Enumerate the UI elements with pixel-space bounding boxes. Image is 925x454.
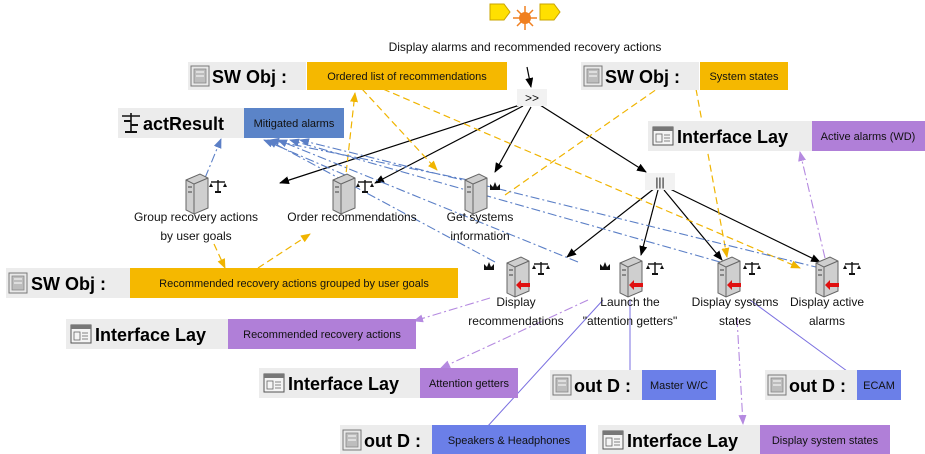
object-prefix: out D : [574, 376, 631, 396]
interface-icon [652, 126, 674, 146]
object-prefix: Interface Lay [288, 374, 399, 394]
object-prefix: actResult [143, 114, 224, 134]
task-icon [332, 173, 356, 215]
object-prefix: SW Obj : [212, 67, 287, 87]
object-system-states: SW Obj : System states [581, 62, 788, 90]
scales-icon [742, 261, 762, 276]
task-order: Order recommendations [287, 173, 417, 224]
object-grouped: SW Obj : Recommended recovery actions gr… [6, 268, 458, 298]
task-label: Display active [790, 295, 864, 309]
object-name: Display system states [772, 435, 879, 447]
task-label: Group recovery actions [134, 210, 258, 224]
task-group: Group recovery actions by user goals [134, 173, 258, 243]
object-speakers: out D : Speakers & Headphones [340, 425, 586, 454]
object-active-alarms: Interface Lay Active alarms (WD) [648, 121, 925, 151]
object-name: Speakers & Headphones [448, 435, 571, 447]
task-get-states: Get systems information [447, 173, 514, 243]
object-icon [552, 374, 572, 396]
connectors [204, 66, 848, 428]
task-icon [185, 173, 209, 215]
interface-icon [70, 324, 92, 344]
task-label: states [719, 314, 751, 328]
root-task: Display alarms and recommended recovery … [389, 3, 662, 54]
task-label: by user goals [160, 229, 231, 243]
task-icon [619, 256, 643, 298]
object-name: Recommended recovery actions grouped by … [159, 278, 429, 290]
object-prefix: Interface Lay [627, 431, 738, 451]
object-name: Master W/C [650, 380, 708, 392]
object-name: Active alarms (WD) [821, 131, 916, 143]
object-name: System states [709, 71, 779, 83]
object-prefix: Interface Lay [95, 325, 206, 345]
crown-icon [600, 262, 610, 270]
operator-enable-label: >> [525, 91, 539, 105]
object-name: Mitigated alarms [254, 118, 335, 130]
crown-icon [484, 262, 494, 270]
operator-concurrent-label: ||| [655, 175, 664, 189]
interface-icon [263, 373, 285, 393]
task-label: information [450, 229, 509, 243]
task-display-states: Display systems states [692, 256, 779, 328]
task-icon [815, 256, 839, 298]
object-prefix: out D : [364, 431, 421, 451]
object-act-result: actResult Mitigated alarms [118, 108, 344, 138]
scales-icon [842, 261, 862, 276]
task-label: Order recommendations [287, 210, 416, 224]
object-prefix: Interface Lay [677, 127, 788, 147]
task-icon [717, 256, 741, 298]
task-label: Get systems [447, 210, 514, 224]
object-icon [190, 65, 210, 87]
object-prefix: SW Obj : [31, 274, 106, 294]
task-label: Display systems [692, 295, 779, 309]
object-icon [8, 272, 28, 294]
object-master-wc: out D : Master W/C [550, 370, 716, 400]
task-icon [464, 173, 488, 215]
object-name: Attention getters [429, 378, 510, 390]
object-rec-actions: Interface Lay Recommended recovery actio… [66, 319, 416, 349]
task-display-alarms: Display active alarms [790, 256, 864, 328]
task-label: Display [496, 295, 535, 309]
interface-icon [602, 430, 624, 450]
object-name: Ordered list of recommendations [327, 71, 487, 83]
task-label: alarms [809, 314, 845, 328]
scales-icon [355, 179, 375, 194]
root-task-icon [489, 3, 561, 30]
task-label: "attention getters" [583, 314, 678, 328]
object-icon [342, 429, 362, 451]
task-launch: Launch the "attention getters" [583, 256, 678, 328]
operator-enable: >> [517, 89, 547, 106]
object-prefix: SW Obj : [605, 67, 680, 87]
task-label: Launch the [600, 295, 660, 309]
crown-icon [490, 182, 500, 190]
task-display-recs: Display recommendations [468, 256, 564, 328]
object-icon [767, 374, 787, 396]
scales-icon [208, 179, 228, 194]
task-label: recommendations [468, 314, 563, 328]
object-prefix: out D : [789, 376, 846, 396]
object-disp-states: Interface Lay Display system states [598, 425, 890, 454]
task-icon [506, 256, 530, 298]
root-task-label: Display alarms and recommended recovery … [389, 40, 662, 54]
object-ordered-list: SW Obj : Ordered list of recommendations [188, 62, 507, 90]
object-name: ECAM [863, 380, 895, 392]
object-name: Recommended recovery actions [243, 329, 401, 341]
result-scales-icon [122, 113, 140, 133]
scales-icon [645, 261, 665, 276]
object-ecam: out D : ECAM [765, 370, 901, 400]
object-icon [583, 65, 603, 87]
operator-concurrent: ||| [645, 173, 675, 190]
scales-icon [531, 261, 551, 276]
object-attention: Interface Lay Attention getters [259, 368, 518, 398]
